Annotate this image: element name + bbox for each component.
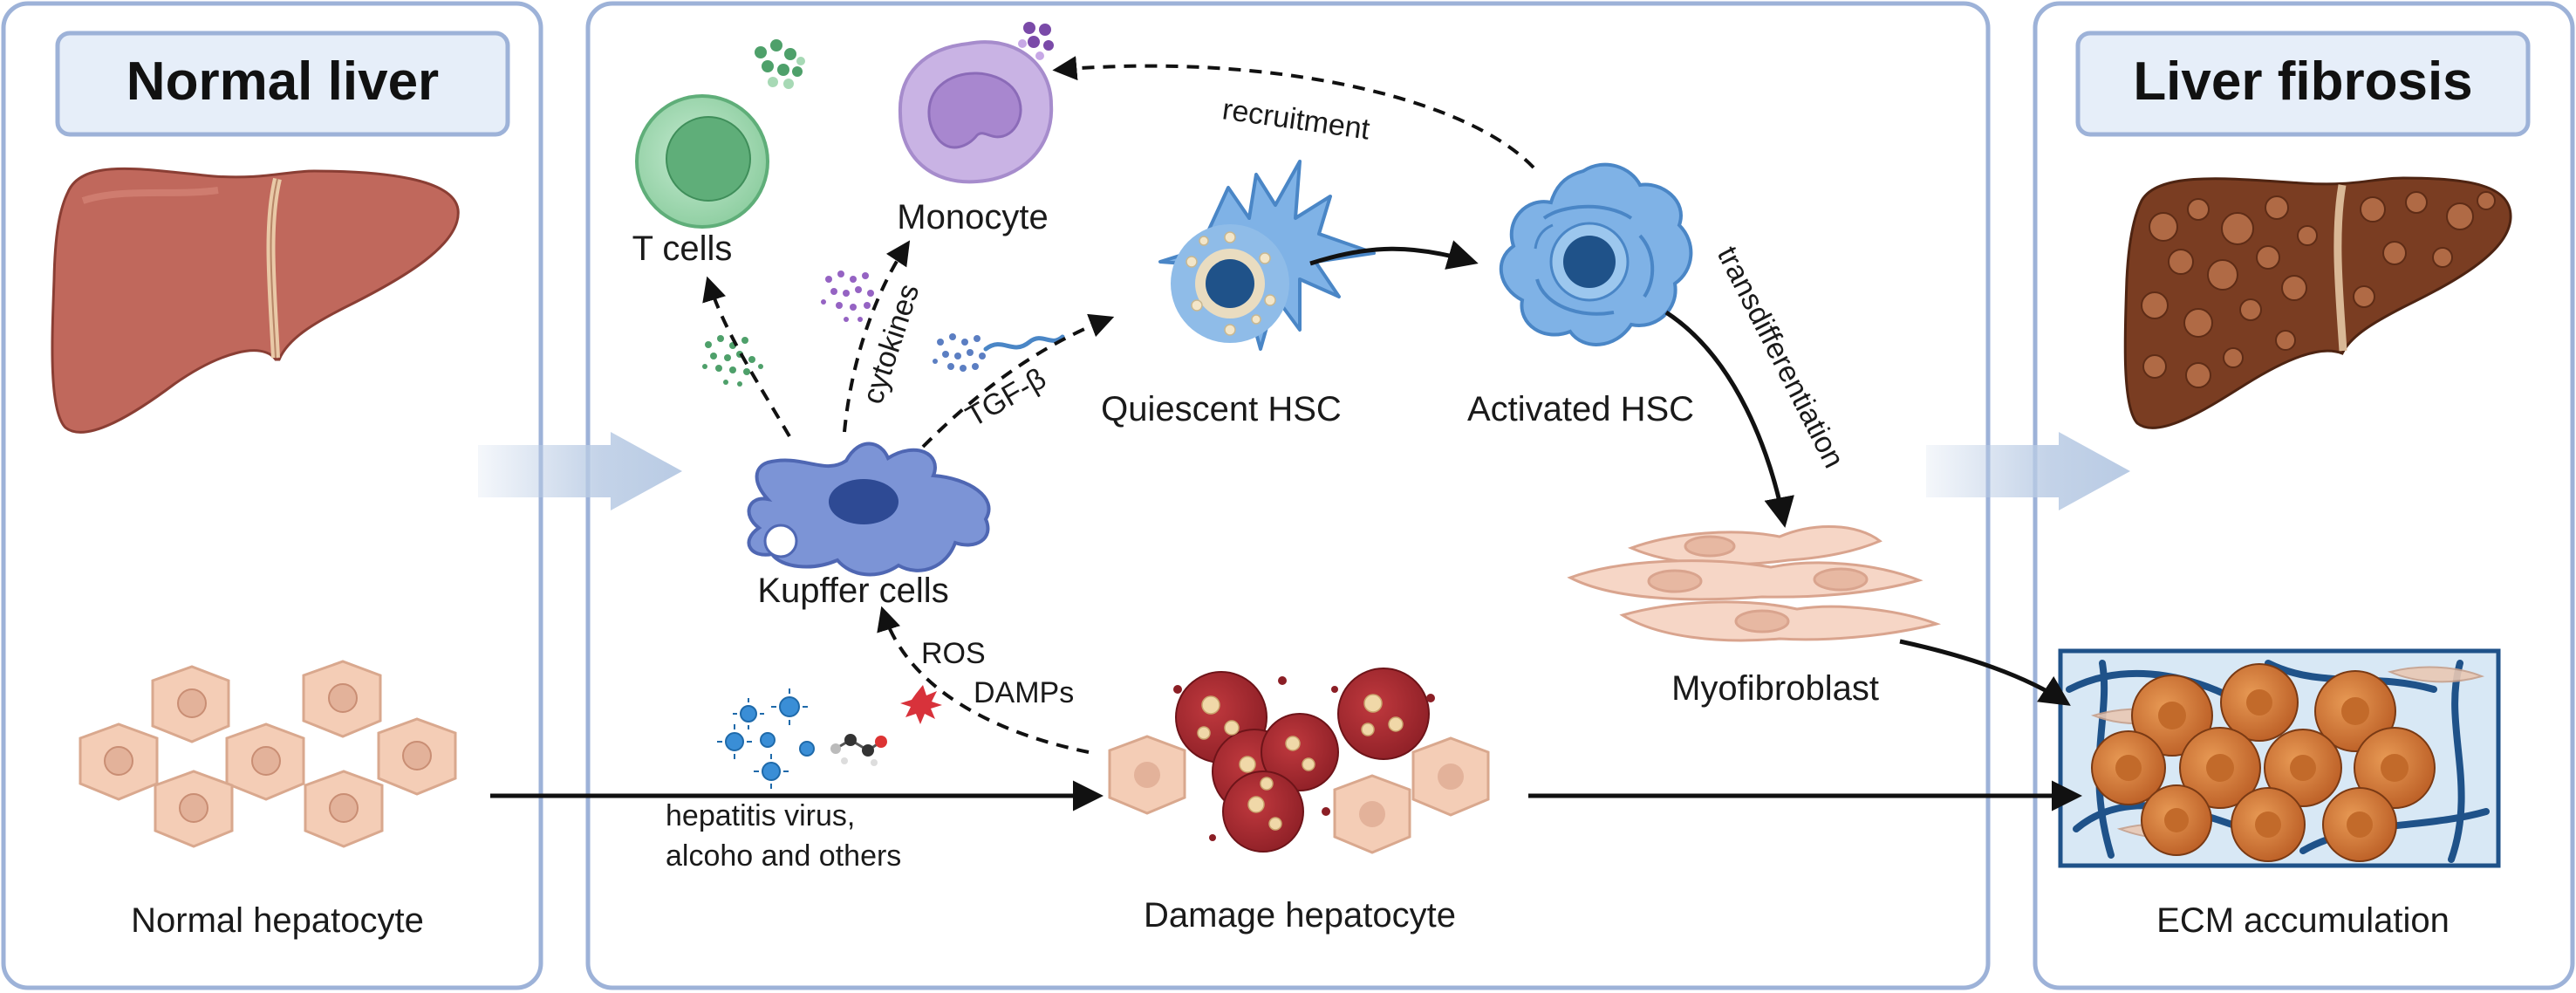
activated-hsc-icon bbox=[1499, 162, 1693, 346]
kupffer-cell-icon bbox=[747, 442, 991, 577]
kupffer-cells-label: Kupffer cells bbox=[757, 572, 948, 610]
alcohol-molecule-icon bbox=[830, 734, 887, 766]
left-panel bbox=[1, 1, 543, 990]
right-panel-title: Liver fibrosis bbox=[2133, 51, 2472, 112]
arrow-kupffer-to-quiescent-hsc bbox=[921, 313, 1115, 449]
left-title-box bbox=[55, 31, 510, 137]
monocyte-icon bbox=[898, 22, 1054, 184]
arrow-recruitment bbox=[1052, 56, 1535, 169]
left-panel-title: Normal liver bbox=[126, 51, 439, 112]
monocyte-label: Monocyte bbox=[897, 198, 1048, 236]
damage-hepatocyte-label: Damage hepatocyte bbox=[1144, 896, 1456, 935]
arrow-quiescent-to-activated bbox=[1309, 240, 1479, 270]
hepatitis-label-line1: hepatitis virus, bbox=[666, 799, 855, 832]
activated-hsc-label: Activated HSC bbox=[1467, 390, 1694, 428]
transition-arrow-right bbox=[1926, 432, 2130, 510]
damps-label: DAMPs bbox=[974, 676, 1074, 709]
damps-burst-icon bbox=[900, 685, 942, 724]
quiescent-hsc-label: Quiescent HSC bbox=[1101, 390, 1342, 428]
t-cells-label: T cells bbox=[632, 229, 733, 268]
purple-cytokine-dots bbox=[821, 271, 874, 322]
tgf-beta-molecule bbox=[983, 334, 1065, 352]
arrow-kupffer-to-tcells bbox=[702, 276, 791, 438]
normal-liver-icon bbox=[51, 167, 460, 434]
normal-hepatocyte-cluster bbox=[79, 660, 457, 848]
ros-label: ROS bbox=[921, 637, 986, 670]
t-cell-icon bbox=[635, 39, 805, 229]
damaged-hepatocyte-cluster bbox=[1108, 668, 1490, 854]
myofibroblast-label: Myofibroblast bbox=[1671, 669, 1879, 708]
arrow-activated-to-myofibroblast bbox=[1664, 310, 1794, 528]
hepatitis-label-line2: alcoho and others bbox=[666, 839, 901, 873]
transition-arrow-left bbox=[478, 432, 682, 510]
ecm-accumulation-icon bbox=[2058, 648, 2501, 868]
green-cytokine-dots bbox=[702, 335, 763, 387]
arrow-myofibroblast-to-ecm bbox=[1899, 639, 2071, 706]
arrow-kupffer-to-monocyte bbox=[843, 240, 911, 433]
fibrotic-liver-icon bbox=[2123, 176, 2512, 429]
right-title-box bbox=[2075, 31, 2531, 137]
quiescent-hsc-icon bbox=[1158, 160, 1376, 351]
tgf-beta-dots bbox=[933, 333, 986, 372]
normal-hepatocyte-label: Normal hepatocyte bbox=[131, 901, 424, 940]
ecm-accumulation-label: ECM accumulation bbox=[2156, 901, 2450, 940]
myofibroblast-icon bbox=[1567, 525, 1942, 642]
virus-icon bbox=[717, 688, 815, 789]
